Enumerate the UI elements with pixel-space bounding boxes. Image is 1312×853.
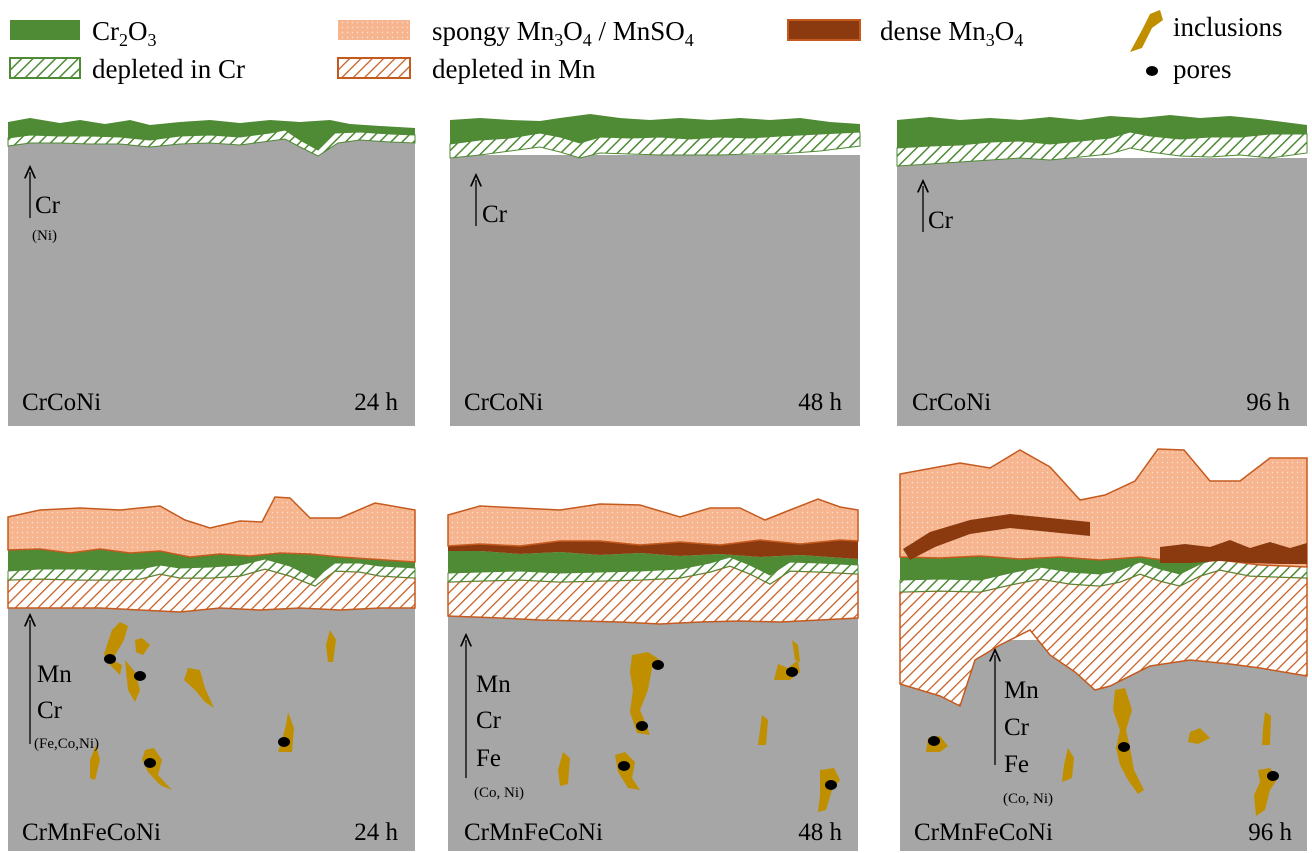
legend-label-depleted-cr: depleted in Cr [92, 54, 245, 84]
element-label: Cr [482, 201, 508, 228]
time-label: 96 h [1246, 389, 1290, 416]
alloy-label: CrCoNi [464, 389, 543, 416]
inclusion-shape [1113, 688, 1144, 794]
alloy-label: CrMnFeCoNi [914, 819, 1053, 846]
spongy-oxide-layer [447, 498, 859, 547]
inclusion-shape [135, 638, 150, 655]
legend-inclusion-icon [1130, 10, 1163, 52]
legend-label-pores: pores [1173, 54, 1231, 84]
cr2o3-layer [8, 549, 415, 578]
alloy-label: CrMnFeCoNi [464, 819, 603, 846]
legend-swatch-depleted-cr [9, 57, 81, 79]
inclusion-shape [1262, 712, 1271, 745]
legend-label-depleted-mn: depleted in Mn [432, 54, 596, 84]
alloy-label: CrCoNi [912, 389, 991, 416]
dense-oxide-layer [448, 540, 858, 559]
panel-crmnfeconi-24h [7, 496, 416, 851]
pore [825, 780, 837, 790]
cr2o3-layer [897, 115, 1307, 148]
element-label: Cr [37, 697, 63, 724]
inclusion-shape [1188, 728, 1210, 744]
dense-oxide-band [903, 514, 1090, 560]
pore [652, 660, 664, 670]
element-label: Cr [476, 707, 502, 734]
element-label: Cr [928, 207, 954, 234]
pore [134, 671, 146, 681]
pore [636, 721, 648, 731]
alloy-label: CrMnFeCoNi [22, 819, 161, 846]
inclusion-shape [615, 752, 640, 790]
panel-crmnfeconi-48h [447, 498, 859, 851]
pore [144, 758, 156, 768]
inclusion-shape [90, 745, 100, 780]
cr2o3-layer [448, 551, 858, 575]
minor-elements-label: (Co, Ni) [1003, 791, 1053, 807]
pore [278, 737, 290, 747]
cr2o3-layer [8, 118, 415, 150]
pore [928, 736, 940, 746]
legend-swatch-spongy [338, 20, 410, 40]
panel-labels: Cr (Ni) CrCoNi 24 h Cr CrCoNi 48 h Cr Cr… [22, 192, 1293, 846]
minor-elements-label: (Co, Ni) [474, 785, 524, 801]
diffusion-arrows [30, 172, 995, 778]
pore [1118, 742, 1130, 752]
pore [618, 761, 630, 771]
dense-oxide-band [1160, 540, 1307, 564]
pores [104, 654, 1279, 790]
inclusion-shape [630, 652, 660, 735]
panel-crconi-48h [449, 114, 861, 426]
spongy-oxide-layer [7, 496, 416, 563]
legend-swatch-dense [787, 19, 861, 41]
element-label: Fe [476, 745, 501, 772]
element-label: Mn [1004, 677, 1039, 704]
inclusion-shape [326, 630, 336, 662]
pore [1267, 771, 1279, 781]
inclusion-shape [184, 668, 214, 708]
time-label: 24 h [354, 819, 398, 846]
legend-label-dense: dense Mn3O4 [880, 16, 1023, 50]
cr2o3-layer [900, 556, 1307, 580]
legend-label-spongy: spongy Mn3O4 / MnSO4 [432, 16, 694, 50]
pore [104, 654, 116, 664]
time-label: 48 h [798, 389, 842, 416]
time-label: 96 h [1248, 819, 1292, 846]
substrate [450, 155, 860, 426]
legend-swatch-cr2o3 [10, 20, 80, 40]
inclusion-shape [558, 752, 570, 786]
minor-elements-label: (Ni) [32, 228, 57, 244]
legend-pore-icon [1146, 66, 1158, 76]
panel-crmnfeconi-96h [899, 448, 1308, 851]
legend-label-inclusions: inclusions [1173, 12, 1283, 42]
substrate [8, 138, 415, 426]
inclusion-shape [1062, 748, 1074, 782]
legend-label-cr2o3: Cr2O3 [92, 16, 157, 50]
legend-swatch-depleted-mn [337, 57, 411, 79]
element-label: Fe [1004, 751, 1029, 778]
spongy-oxide-layer [899, 448, 1308, 568]
alloy-label: CrCoNi [22, 389, 101, 416]
substrate [8, 598, 415, 851]
legend: Cr2O3 depleted in Cr spongy Mn3O4 / MnSO… [9, 10, 1283, 84]
time-label: 48 h [798, 819, 842, 846]
inclusion-shape [818, 768, 840, 812]
inclusion-shape [792, 640, 800, 662]
element-label: Cr [35, 192, 61, 219]
substrate [448, 612, 858, 851]
panel-crconi-24h [7, 118, 416, 426]
time-label: 24 h [354, 389, 398, 416]
substrate [897, 158, 1307, 426]
cr2o3-layer [450, 114, 860, 144]
element-label: Mn [476, 671, 511, 698]
panel-crconi-96h [896, 115, 1308, 426]
minor-elements-label: (Fe,Co,Ni) [34, 736, 99, 752]
element-label: Cr [1004, 714, 1030, 741]
element-label: Mn [37, 661, 72, 688]
inclusion-shape [758, 715, 768, 745]
pore [786, 667, 798, 677]
inclusion-shape [125, 660, 140, 702]
